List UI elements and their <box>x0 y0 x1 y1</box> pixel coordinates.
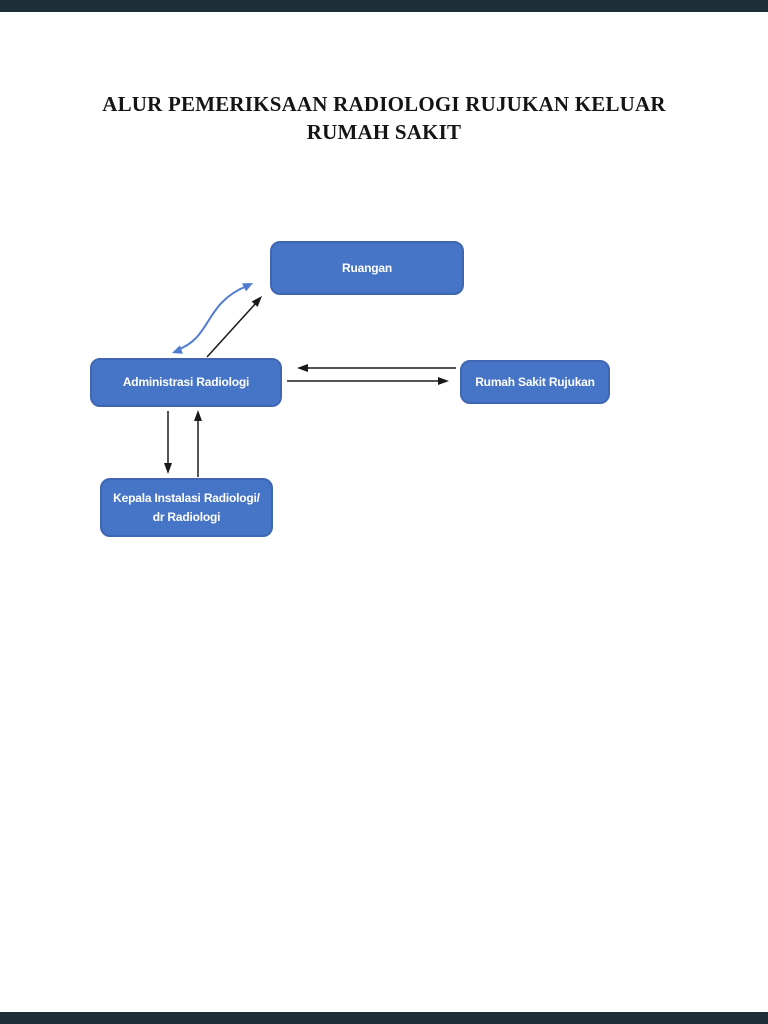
document-title: ALUR PEMERIKSAAN RADIOLOGI RUJUKAN KELUA… <box>0 90 768 146</box>
node-ruangan-label: Ruangan <box>342 260 392 275</box>
node-administrasi-radiologi: Administrasi Radiologi <box>90 358 282 407</box>
node-rumah-sakit-rujukan-label: Rumah Sakit Rujukan <box>475 374 595 389</box>
arrow-rumahsakit-to-admin-icon <box>297 364 456 372</box>
arrow-admin-to-rumahsakit-icon <box>287 377 449 385</box>
node-administrasi-radiologi-label: Administrasi Radiologi <box>122 375 250 389</box>
viewer-bottom-bar <box>0 1012 768 1024</box>
node-kepala-instalasi-radiologi: Kepala Instalasi Radiologi/ dr Radiologi <box>100 478 273 537</box>
node-ruangan: Ruangan <box>270 241 464 295</box>
arrow-curved-admin-ruangan-icon <box>172 283 253 354</box>
node-kepala-label-line1: Kepala Instalasi Radiologi/ <box>113 490 260 505</box>
document-title-line1: ALUR PEMERIKSAAN RADIOLOGI RUJUKAN KELUA… <box>102 92 666 116</box>
arrow-admin-to-kepala-icon <box>164 411 172 474</box>
arrow-admin-to-ruangan-icon <box>206 296 262 358</box>
arrow-kepala-to-admin-icon <box>194 410 202 477</box>
node-rumah-sakit-rujukan: Rumah Sakit Rujukan <box>460 360 610 404</box>
viewer-top-bar <box>0 0 768 12</box>
node-kepala-label-line2: dr Radiologi <box>152 509 221 524</box>
document-title-line2: RUMAH SAKIT <box>306 120 462 144</box>
